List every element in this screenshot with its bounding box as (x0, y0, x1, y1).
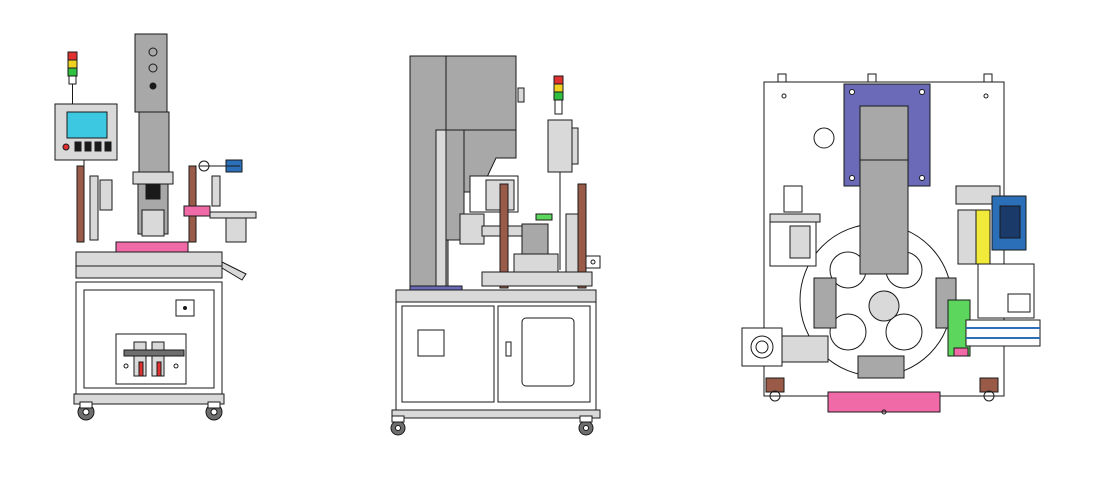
signal-tower-front (67, 51, 78, 104)
mechanism-side (459, 175, 601, 289)
pink-tray-top (827, 391, 941, 413)
left-station-top (741, 185, 829, 367)
left-post-front (76, 165, 85, 243)
front-view (54, 33, 257, 421)
slide-unit-top (859, 105, 909, 275)
feeder-front (183, 159, 257, 243)
casters-side (390, 409, 601, 436)
cabinet-side (395, 289, 597, 411)
rotary-table-top (799, 223, 953, 377)
right-post-front (188, 165, 197, 243)
cabinet-front (75, 281, 223, 395)
hmi-panel-front (54, 103, 118, 172)
right-station-top (947, 185, 1041, 357)
signal-tower-side (547, 75, 579, 270)
side-view (390, 55, 601, 436)
tabletop-front (75, 251, 223, 279)
top-view (741, 73, 1041, 415)
press-column-front (132, 33, 174, 237)
casters-front (73, 393, 225, 421)
